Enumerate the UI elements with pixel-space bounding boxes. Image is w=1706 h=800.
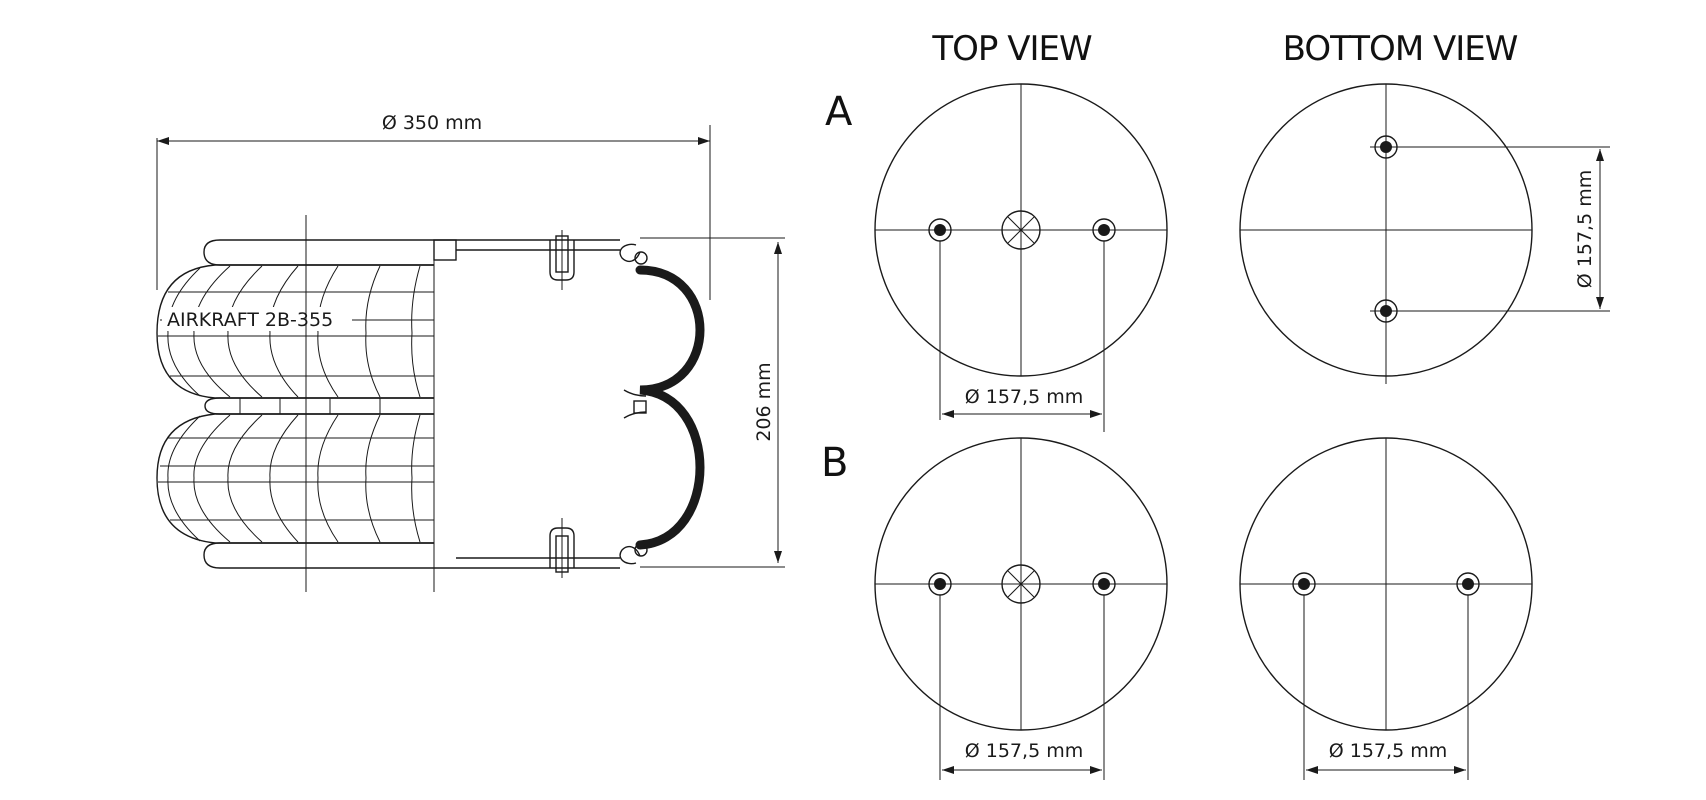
row-b-label: B (821, 440, 848, 486)
bellows-upper: AIRKRAFT 2B-355 (156, 264, 434, 399)
bolt-circle-label: Ø 157,5 mm (1329, 740, 1447, 762)
diameter-label: Ø 350 mm (382, 112, 482, 134)
bead-plates (203, 239, 620, 569)
height-dimension: 206 mm (640, 237, 785, 568)
stud-bottom (549, 518, 575, 578)
air-inlet-icon (1001, 564, 1041, 604)
row-a-label: A (825, 89, 853, 135)
bolt-circle-label: Ø 157,5 mm (965, 386, 1083, 408)
bellows-cross-section (619, 243, 705, 565)
bellows-lower (156, 413, 434, 544)
bolt-circle-label: Ø 157,5 mm (965, 740, 1083, 762)
stud-top (549, 230, 575, 290)
bottom-view-heading: BOTTOM VIEW (1283, 29, 1518, 69)
top-view-heading: TOP VIEW (931, 29, 1092, 69)
model-label: AIRKRAFT 2B-355 (167, 309, 333, 331)
row-b-top-view: Ø 157,5 mm (874, 437, 1168, 780)
side-view: Ø 350 mm 206 mm (156, 112, 785, 592)
bolt-circle-label: Ø 157,5 mm (1574, 170, 1596, 288)
air-inlet-icon (1001, 210, 1041, 250)
row-a-top-view: Ø 157,5 mm (874, 83, 1168, 432)
height-label: 206 mm (753, 362, 775, 441)
diameter-dimension: Ø 350 mm (156, 112, 711, 300)
row-a-bottom-view: Ø 157,5 mm (1239, 83, 1610, 384)
row-b-bottom-view: Ø 157,5 mm (1239, 437, 1533, 780)
girdle-ring (204, 397, 434, 415)
